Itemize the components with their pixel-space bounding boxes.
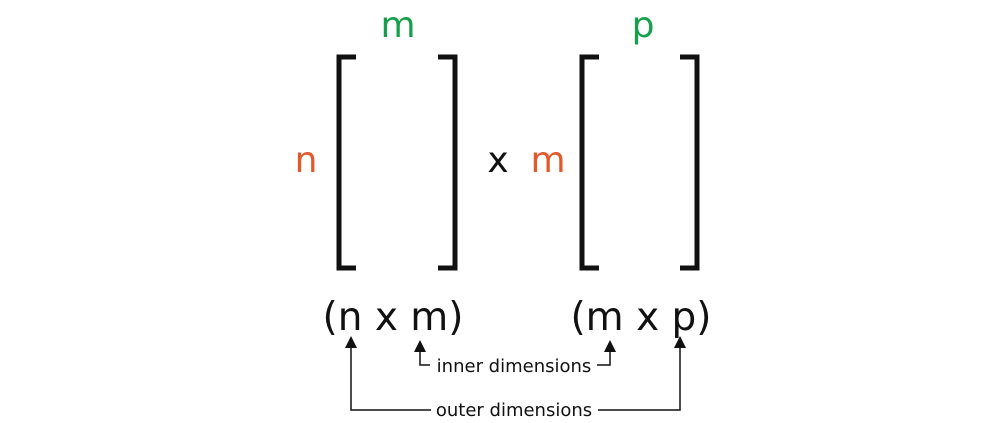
outer-right-arrow [598,336,686,411]
multiply-operator: x [487,140,508,181]
matrix-a-cols-label: m [380,5,415,46]
matrix-a-rows-label: n [295,140,318,181]
inner-dimensions-label: inner dimensions [437,356,592,377]
matrix-b-left-bracket [579,54,599,271]
matrix-b-dimensions: (m x p) [570,295,711,340]
matrix-b-right-bracket [680,54,700,271]
inner-right-arrow [597,340,616,366]
inner-left-arrow [414,340,430,366]
matrix-b-rows-label: m [530,140,565,181]
matrix-a-left-bracket [336,54,356,271]
outer-left-arrow [345,336,431,411]
matrix-a-right-bracket [438,54,458,271]
matrix-a-dimensions: (n x m) [322,295,463,340]
outer-dimensions-label: outer dimensions [436,400,592,421]
matrix-b-cols-label: p [632,5,655,46]
